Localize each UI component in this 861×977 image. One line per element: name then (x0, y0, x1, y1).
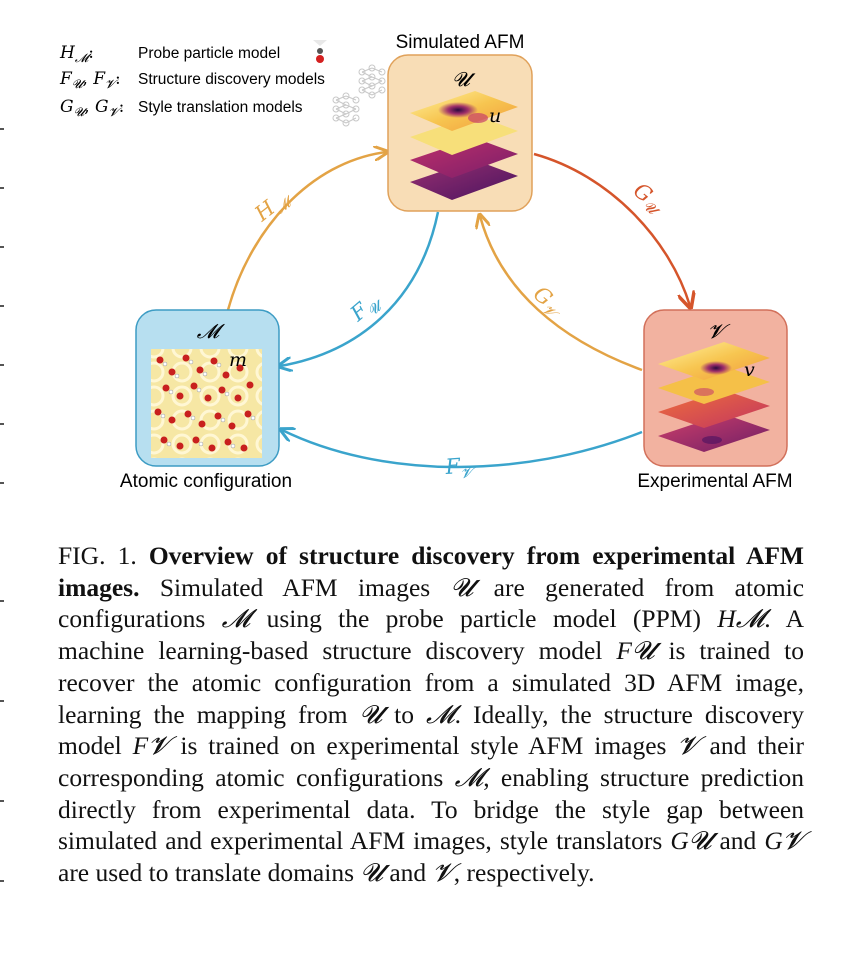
math-symbol: 𝓥 (677, 731, 699, 761)
margin-tick (0, 423, 4, 425)
oxygen-atoms (154, 354, 254, 452)
caption-text: . A machine learning-based structure dis… (58, 604, 805, 666)
node-title: Atomic configuration (120, 471, 292, 492)
margin-tick (0, 600, 4, 602)
node-atomic-configuration: 𝓜 m Atomic configura (120, 309, 292, 492)
caption-text: . Ideally, the structure discovery model (58, 699, 805, 761)
svg-text:G𝓥: G𝓥 (526, 281, 569, 324)
figure-label: FIG. 1. (58, 541, 137, 570)
margin-tick (0, 187, 4, 189)
afm-image-stack (410, 91, 518, 200)
margin-tick (0, 305, 4, 307)
svg-text:F𝓤: F𝓤 (345, 287, 388, 329)
math-symbol: 𝓜 (426, 699, 455, 729)
sample-label: u (489, 105, 501, 127)
node-simulated-afm: Simulated AFM 𝓤 u (387, 32, 533, 212)
math-symbol: H𝓜 (717, 604, 765, 634)
margin-tick (0, 700, 4, 702)
caption-text: , enabling structure prediction directly… (58, 762, 805, 856)
legend-row-style: G𝓤, G𝓥: Style translation models (60, 92, 360, 127)
math-symbol: 𝓤 (359, 699, 383, 729)
svg-text:F𝓤, F𝓥:: F𝓤, F𝓥: (59, 69, 121, 91)
caption-text: to (394, 699, 414, 729)
svg-text:H𝓜:: H𝓜: (59, 43, 94, 65)
overview-figure: H𝓜: Probe particle model F𝓤, F𝓥: Structu… (59, 32, 793, 492)
caption-text: is trained to recover the atomic configu… (58, 636, 804, 729)
arrow-hm: H𝓜 (226, 152, 386, 311)
math-symbol: 𝓤 (450, 572, 474, 602)
legend-row-probe: H𝓜: Probe particle model (59, 40, 327, 65)
math-symbol: G𝓥 (764, 826, 804, 856)
margin-tick (0, 482, 4, 484)
node-title: Simulated AFM (396, 32, 525, 53)
arrow-label: F (444, 454, 463, 479)
math-symbol: 𝓤 (360, 858, 383, 888)
neural-network-icon (332, 92, 360, 127)
math-symbol: G𝓤 (670, 826, 712, 856)
molecule-image (151, 349, 262, 458)
legend: H𝓜: Probe particle model F𝓤, F𝓥: Structu… (59, 40, 386, 127)
caption-text: are used to translate domains (58, 858, 354, 888)
sample-label: v (744, 359, 755, 381)
node-title: Experimental AFM (637, 471, 792, 492)
neural-network-icon (358, 64, 386, 99)
sample-label: m (229, 349, 247, 371)
caption-lead: Overview of structure discovery from exp… (58, 541, 804, 602)
legend-text-structure: Structure discovery models (138, 71, 325, 88)
arrow-fv: F𝓥 (282, 430, 643, 482)
legend-text-style: Style translation models (138, 99, 303, 116)
margin-tick (0, 364, 4, 366)
probe-particle-icon (313, 40, 327, 63)
figure-caption: FIG. 1. Overview of structure discovery … (58, 540, 804, 889)
math-symbol: F𝓤 (616, 636, 655, 666)
legend-symbol: H (59, 43, 76, 63)
legend-colon: : (88, 43, 94, 63)
arrow-gv: G𝓥 (480, 216, 643, 372)
legend-text-probe: Probe particle model (138, 45, 280, 62)
legend-sub: 𝓜 (75, 51, 92, 65)
svg-text:H𝓜: H𝓜 (250, 183, 298, 229)
math-symbol: 𝓥 (432, 858, 454, 888)
svg-text:G𝓤, G𝓥:: G𝓤, G𝓥: (60, 97, 124, 119)
arrow-fu: F𝓤 (280, 211, 440, 366)
caption-text: , respectively. (453, 858, 595, 888)
legend-row-structure: F𝓤, F𝓥: Structure discovery models (59, 64, 386, 99)
caption-text: is trained on experimental style AFM ima… (180, 731, 667, 761)
caption-text: are generated from atomic configurations (58, 572, 805, 634)
margin-tick (0, 128, 4, 130)
margin-tick (0, 800, 4, 802)
caption-text: and their corresponding atomic configura… (58, 731, 804, 792)
caption-text: using the probe particle model (PPM) (266, 604, 701, 634)
caption-text: and (719, 826, 757, 856)
margin-tick (0, 880, 4, 882)
margin-tick (0, 246, 4, 248)
math-symbol: 𝓜 (454, 762, 484, 792)
afm-image-stack (658, 342, 770, 452)
arrow-gu: G𝓤 (533, 152, 690, 306)
math-symbol: 𝓜 (221, 604, 251, 634)
hydrogen-atoms (160, 359, 256, 449)
node-experimental-afm: 𝓥 v Experimental AFM (637, 309, 793, 492)
caption-text: Simulated AFM images (159, 572, 431, 602)
math-symbol: F𝓥 (132, 731, 170, 761)
caption-text: and (389, 858, 427, 888)
